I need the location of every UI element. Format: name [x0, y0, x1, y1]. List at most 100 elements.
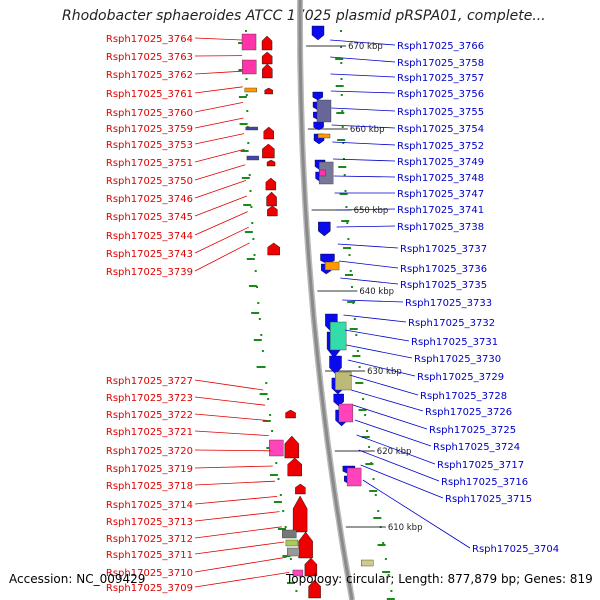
ring-dot [344, 190, 347, 192]
cog-category-box [360, 559, 374, 567]
left-gene-label: Rsph17025_3712 [106, 534, 193, 545]
left-leader-line [194, 242, 250, 272]
left-leader-line [194, 556, 287, 573]
cog-category-box [285, 539, 299, 547]
forward-gene-arrow [264, 87, 273, 95]
left-gene-label: Rsph17025_3751 [106, 158, 193, 169]
cog-category-box [241, 33, 257, 51]
reverse-gene-arrow [318, 221, 331, 237]
ring-dot [248, 174, 251, 176]
left-gene-label: Rsph17025_3763 [106, 52, 193, 63]
right-leader-line [344, 329, 410, 342]
left-gene-label: Rsph17025_3764 [106, 34, 193, 45]
ring-tick [343, 247, 351, 249]
ring-tick [349, 328, 358, 330]
ring-tick [358, 409, 367, 411]
ring-tick [352, 355, 361, 357]
right-leader-line [362, 479, 471, 549]
cog-category-box [316, 99, 332, 123]
ring-tick [355, 382, 364, 384]
ring-dot [284, 526, 287, 528]
right-gene-label: Rsph17025_3737 [400, 244, 487, 255]
ring-tick [256, 366, 265, 368]
right-gene-label: Rsph17025_3724 [433, 442, 520, 453]
left-gene-label: Rsph17025_3759 [106, 124, 193, 135]
right-gene-label: Rsph17025_3741 [397, 205, 484, 216]
left-leader-line [194, 430, 269, 436]
left-gene-label: Rsph17025_3719 [106, 464, 193, 475]
ring-dot [256, 286, 258, 288]
cog-category-box [246, 155, 260, 161]
left-gene-label: Rsph17025_3721 [106, 427, 193, 438]
left-leader-line [194, 86, 243, 94]
left-leader-line [194, 526, 282, 539]
forward-gene-arrow [308, 579, 321, 599]
right-leader-line [342, 299, 404, 303]
ring-dot [384, 558, 387, 560]
left-leader-line [194, 413, 267, 421]
right-leader-line [352, 404, 428, 430]
right-gene-label: Rsph17025_3738 [397, 222, 484, 233]
ring-dot [245, 78, 248, 80]
forward-gene-arrow [285, 409, 296, 419]
ring-tick [337, 139, 346, 141]
ring-tick [273, 501, 282, 503]
right-leader-line [332, 158, 396, 162]
left-gene-label: Rsph17025_3713 [106, 517, 193, 528]
kbp-label: 630 kbp [367, 367, 402, 377]
left-gene-label: Rsph17025_3710 [106, 568, 193, 579]
left-gene-label: Rsph17025_3720 [106, 446, 193, 457]
left-gene-label: Rsph17025_3762 [106, 70, 193, 81]
right-gene-label: Rsph17025_3747 [397, 189, 484, 200]
right-gene-label: Rsph17025_3749 [397, 157, 484, 168]
left-leader-line [194, 379, 264, 391]
ring-tick [246, 258, 255, 260]
ring-dot [258, 318, 261, 320]
right-gene-label: Rsph17025_3716 [441, 477, 528, 488]
left-gene-label: Rsph17025_3745 [106, 212, 193, 223]
ring-tick [243, 204, 252, 206]
cog-category-box [319, 169, 326, 177]
ring-dot [351, 286, 353, 288]
ring-tick [365, 463, 374, 465]
ring-tick [259, 393, 268, 395]
left-gene-label: Rsph17025_3711 [106, 550, 193, 561]
ring-dot [253, 254, 256, 256]
right-leader-line [336, 225, 396, 228]
forward-gene-arrow [295, 483, 306, 495]
forward-gene-arrow [284, 435, 300, 459]
right-gene-label: Rsph17025_3731 [411, 337, 498, 348]
cog-category-box [282, 529, 297, 539]
left-leader-line [194, 195, 247, 217]
left-leader-line [194, 496, 278, 505]
cog-category-box [338, 403, 354, 423]
left-leader-line [194, 148, 245, 163]
genome-summary-text: Topology: circular; Length: 877,879 bp; … [286, 572, 593, 586]
left-leader-line [194, 511, 280, 522]
ring-dot [372, 478, 375, 480]
map-title: Rhodobacter sphaeroides ATCC 17025 plasm… [62, 8, 546, 24]
ring-dot [340, 62, 343, 64]
left-gene-label: Rsph17025_3750 [106, 176, 193, 187]
right-gene-label: Rsph17025_3726 [425, 407, 512, 418]
forward-gene-arrow [266, 159, 276, 167]
ring-dot [250, 206, 253, 208]
right-leader-line [347, 359, 416, 377]
right-leader-line [346, 344, 413, 359]
left-leader-line [194, 396, 266, 406]
ring-dot [247, 142, 250, 144]
kbp-label: 620 kbp [377, 447, 412, 457]
left-leader-line [194, 117, 244, 129]
ring-tick [373, 517, 382, 519]
left-gene-label: Rsph17025_3744 [106, 231, 193, 242]
ring-dot [254, 270, 257, 272]
right-gene-label: Rsph17025_3717 [437, 460, 524, 471]
ring-dot [282, 510, 285, 512]
ring-tick [377, 544, 386, 546]
right-leader-line [330, 73, 396, 78]
right-gene-label: Rsph17025_3725 [429, 425, 516, 436]
ring-dot [277, 478, 280, 480]
ring-tick [287, 582, 295, 584]
